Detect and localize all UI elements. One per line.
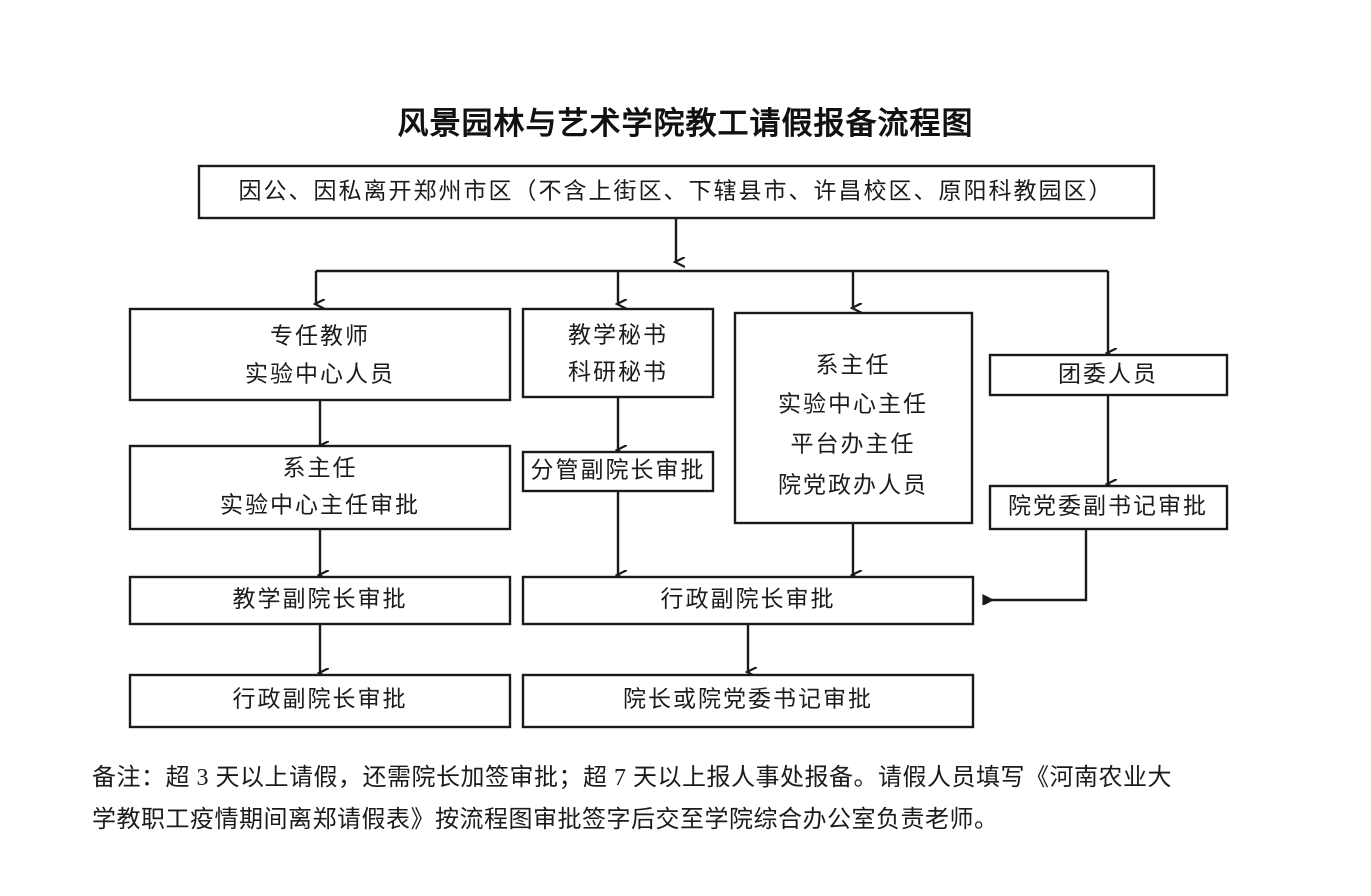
page-title: 风景园林与艺术学院教工请假报备流程图 [397,106,974,141]
note-line-1: 备注：超 3 天以上请假，还需院长加签审批；超 7 天以上报人事处报备。请假人员… [92,765,1172,791]
node-col2-supervising-vice-dean-box[interactable] [521,450,715,493]
node-col2-secretaries-line-2: 科研秘书 [568,359,668,384]
node-col1-teacher-box[interactable] [128,307,512,402]
note-line-2: 学教职工疫情期间离郑请假表》按流程图审批签字后交至学院综合办公室负责老师。 [92,807,999,833]
node-col1-admin-vice-dean-label: 行政副院长审批 [233,686,408,711]
node-merge-admin-vice-dean[interactable]: 行政副院长审批 [521,575,975,626]
node-col1-dept-head-line-1: 系主任 [283,455,358,480]
node-start-box[interactable] [197,164,1156,220]
node-col3-leaders-line-4: 院党政办人员 [778,472,928,497]
node-col3-leaders-line-1: 系主任 [816,352,891,377]
node-col3-leaders-line-3: 平台办主任 [791,431,916,456]
connector-distribution-bus [316,269,1108,353]
node-col4-youth-league[interactable]: 团委人员 [988,353,1229,397]
node-col2-secretaries-box[interactable] [521,307,715,399]
node-merge-admin-vice-dean-label: 行政副院长审批 [661,586,836,611]
node-col4-youth-league-label: 团委人员 [1058,361,1158,386]
node-merge-admin-vice-dean-box[interactable] [521,575,975,626]
node-col3-leaders[interactable]: 系主任 实验中心主任 平台办主任 院党政办人员 [733,311,974,525]
node-col4-youth-league-box[interactable] [988,353,1229,397]
node-col4-party-deputy-secretary[interactable]: 院党委副书记审批 [988,484,1229,531]
node-start[interactable]: 因公、因私离开郑州市区（不含上街区、下辖县市、许昌校区、原阳科教园区） [197,164,1156,220]
node-col1-admin-vice-dean-box[interactable] [128,673,512,729]
node-col2-supervising-vice-dean-label: 分管副院长审批 [531,457,706,482]
node-final-dean-approval-label: 院长或院党委书记审批 [623,686,873,711]
node-col1-dept-head-box[interactable] [128,444,512,531]
node-col1-teaching-vice-dean-box[interactable] [128,575,512,626]
node-col4-party-deputy-secretary-box[interactable] [988,484,1229,531]
node-col1-teacher-line-2: 实验中心人员 [245,361,395,386]
node-col1-teaching-vice-dean[interactable]: 教学副院长审批 [128,575,512,626]
node-col1-admin-vice-dean[interactable]: 行政副院长审批 [128,673,512,729]
node-col2-secretaries-line-1: 教学秘书 [568,322,668,347]
node-col1-teaching-vice-dean-label: 教学副院长审批 [233,586,408,611]
node-col2-secretaries[interactable]: 教学秘书 科研秘书 [521,307,715,399]
node-final-dean-approval-box[interactable] [521,673,975,729]
node-col1-dept-head-line-2: 实验中心主任审批 [220,492,420,517]
node-col4-party-deputy-secretary-label: 院党委副书记审批 [1008,493,1208,518]
node-col3-leaders-line-2: 实验中心主任 [778,391,928,416]
node-final-dean-approval[interactable]: 院长或院党委书记审批 [521,673,975,729]
node-col1-dept-head[interactable]: 系主任 实验中心主任审批 [128,444,512,531]
node-col3-leaders-box[interactable] [733,311,974,525]
connector-col4-n2-to-merge [984,522,1088,600]
node-col1-teacher[interactable]: 专任教师 实验中心人员 [128,307,512,402]
node-start-line-1: 因公、因私离开郑州市区（不含上街区、下辖县市、许昌校区、原阳科教园区） [239,178,1114,203]
node-col2-supervising-vice-dean[interactable]: 分管副院长审批 [521,450,715,493]
node-col1-teacher-line-1: 专任教师 [270,323,370,348]
